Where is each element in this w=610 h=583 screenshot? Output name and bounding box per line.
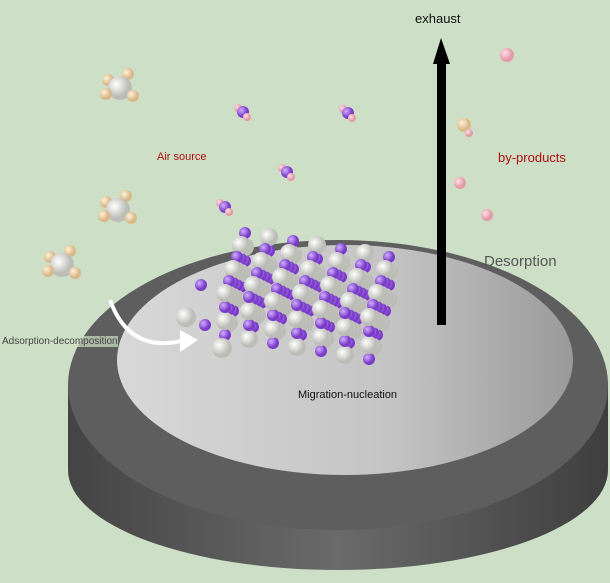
source-atom [120, 190, 132, 202]
source-atom [127, 90, 139, 102]
exhaust-arrow-shaft [437, 60, 446, 325]
white-atom [260, 228, 278, 246]
purple-atom [267, 309, 279, 321]
purple-atom [223, 275, 235, 287]
source-atom [106, 198, 130, 222]
source-atom [50, 253, 74, 277]
white-atom [360, 308, 378, 326]
purple-atom [239, 227, 251, 239]
purple-atom [363, 353, 375, 365]
white-atom [288, 310, 306, 328]
purple-atom [335, 243, 347, 255]
purple-atom [367, 299, 379, 311]
purple-atom [319, 291, 331, 303]
purple-atom [267, 337, 279, 349]
white-atom [252, 252, 270, 270]
purple-atom [243, 291, 255, 303]
exhaust-arrow-head [433, 38, 450, 64]
purple-atom [291, 327, 303, 339]
purple-atom [375, 275, 387, 287]
source-atom [108, 76, 132, 100]
adsorption-arrow [108, 299, 186, 346]
air-molecules [216, 104, 356, 216]
white-atom [320, 276, 338, 294]
air-atom [348, 114, 356, 122]
white-atom [368, 284, 386, 302]
purple-atom [291, 299, 303, 311]
source-atom [42, 265, 54, 277]
white-atom [312, 328, 330, 346]
purple-atom [339, 335, 351, 347]
adsorbed-atoms [176, 279, 232, 358]
white-atom [312, 300, 330, 318]
crystal-lattice [216, 227, 398, 365]
air-source-label: Air source [157, 151, 207, 163]
purple-atom [307, 251, 319, 263]
white-atom [216, 284, 234, 302]
white-atom [264, 292, 282, 310]
air-atom [225, 208, 233, 216]
purple-atom [299, 275, 311, 287]
purple-atom [259, 243, 271, 255]
white-atom [272, 268, 290, 286]
purple-atom [231, 251, 243, 263]
white-atom [264, 320, 282, 338]
source-atom [100, 88, 112, 100]
purple-atom [347, 283, 359, 295]
purple-atom [327, 267, 339, 279]
purple-atom [219, 301, 231, 313]
white-atom [280, 244, 298, 262]
purple-atom [251, 267, 263, 279]
source-atom [64, 245, 76, 257]
white-atom [376, 260, 394, 278]
white-atom [224, 260, 242, 278]
white-atom [216, 312, 234, 330]
air-atom [243, 113, 251, 121]
purple-atom [279, 259, 291, 271]
purple-atom [315, 345, 327, 357]
white-atom [336, 318, 354, 336]
white-atom [240, 330, 258, 348]
purple-atom [271, 283, 283, 295]
adsorption-decomposition-label: Adsorption-decomposition [2, 336, 118, 347]
white-atom [288, 338, 306, 356]
migration-nucleation-label: Migration-nucleation [298, 389, 398, 401]
purple-atom [287, 235, 299, 247]
white-atom [360, 336, 378, 354]
purple-atom [355, 259, 367, 271]
white-atom [308, 236, 326, 254]
source-atom [98, 210, 110, 222]
source-atom [69, 267, 81, 279]
source-atom [125, 212, 137, 224]
by-product-molecules [454, 48, 514, 221]
source-molecules [42, 68, 139, 279]
purple-atom [363, 325, 375, 337]
source-atom [122, 68, 134, 80]
white-atom [356, 244, 374, 262]
white-atom [232, 236, 250, 254]
air-atom [287, 173, 295, 181]
purple-atom [339, 307, 351, 319]
desorption-label: Desorption [484, 253, 557, 270]
purple-atom [243, 319, 255, 331]
white-atom [348, 268, 366, 286]
white-atom [328, 252, 346, 270]
by-products-label: by-products [498, 150, 566, 165]
white-atom [244, 276, 262, 294]
purple-atom [383, 251, 395, 263]
adsorption-arrowhead [180, 330, 198, 352]
white-atom [240, 302, 258, 320]
white-atom [300, 260, 318, 278]
white-atom [336, 346, 354, 364]
purple-atom [315, 317, 327, 329]
white-atom [340, 292, 358, 310]
white-atom [292, 284, 310, 302]
exhaust-label: exhaust [415, 11, 461, 26]
